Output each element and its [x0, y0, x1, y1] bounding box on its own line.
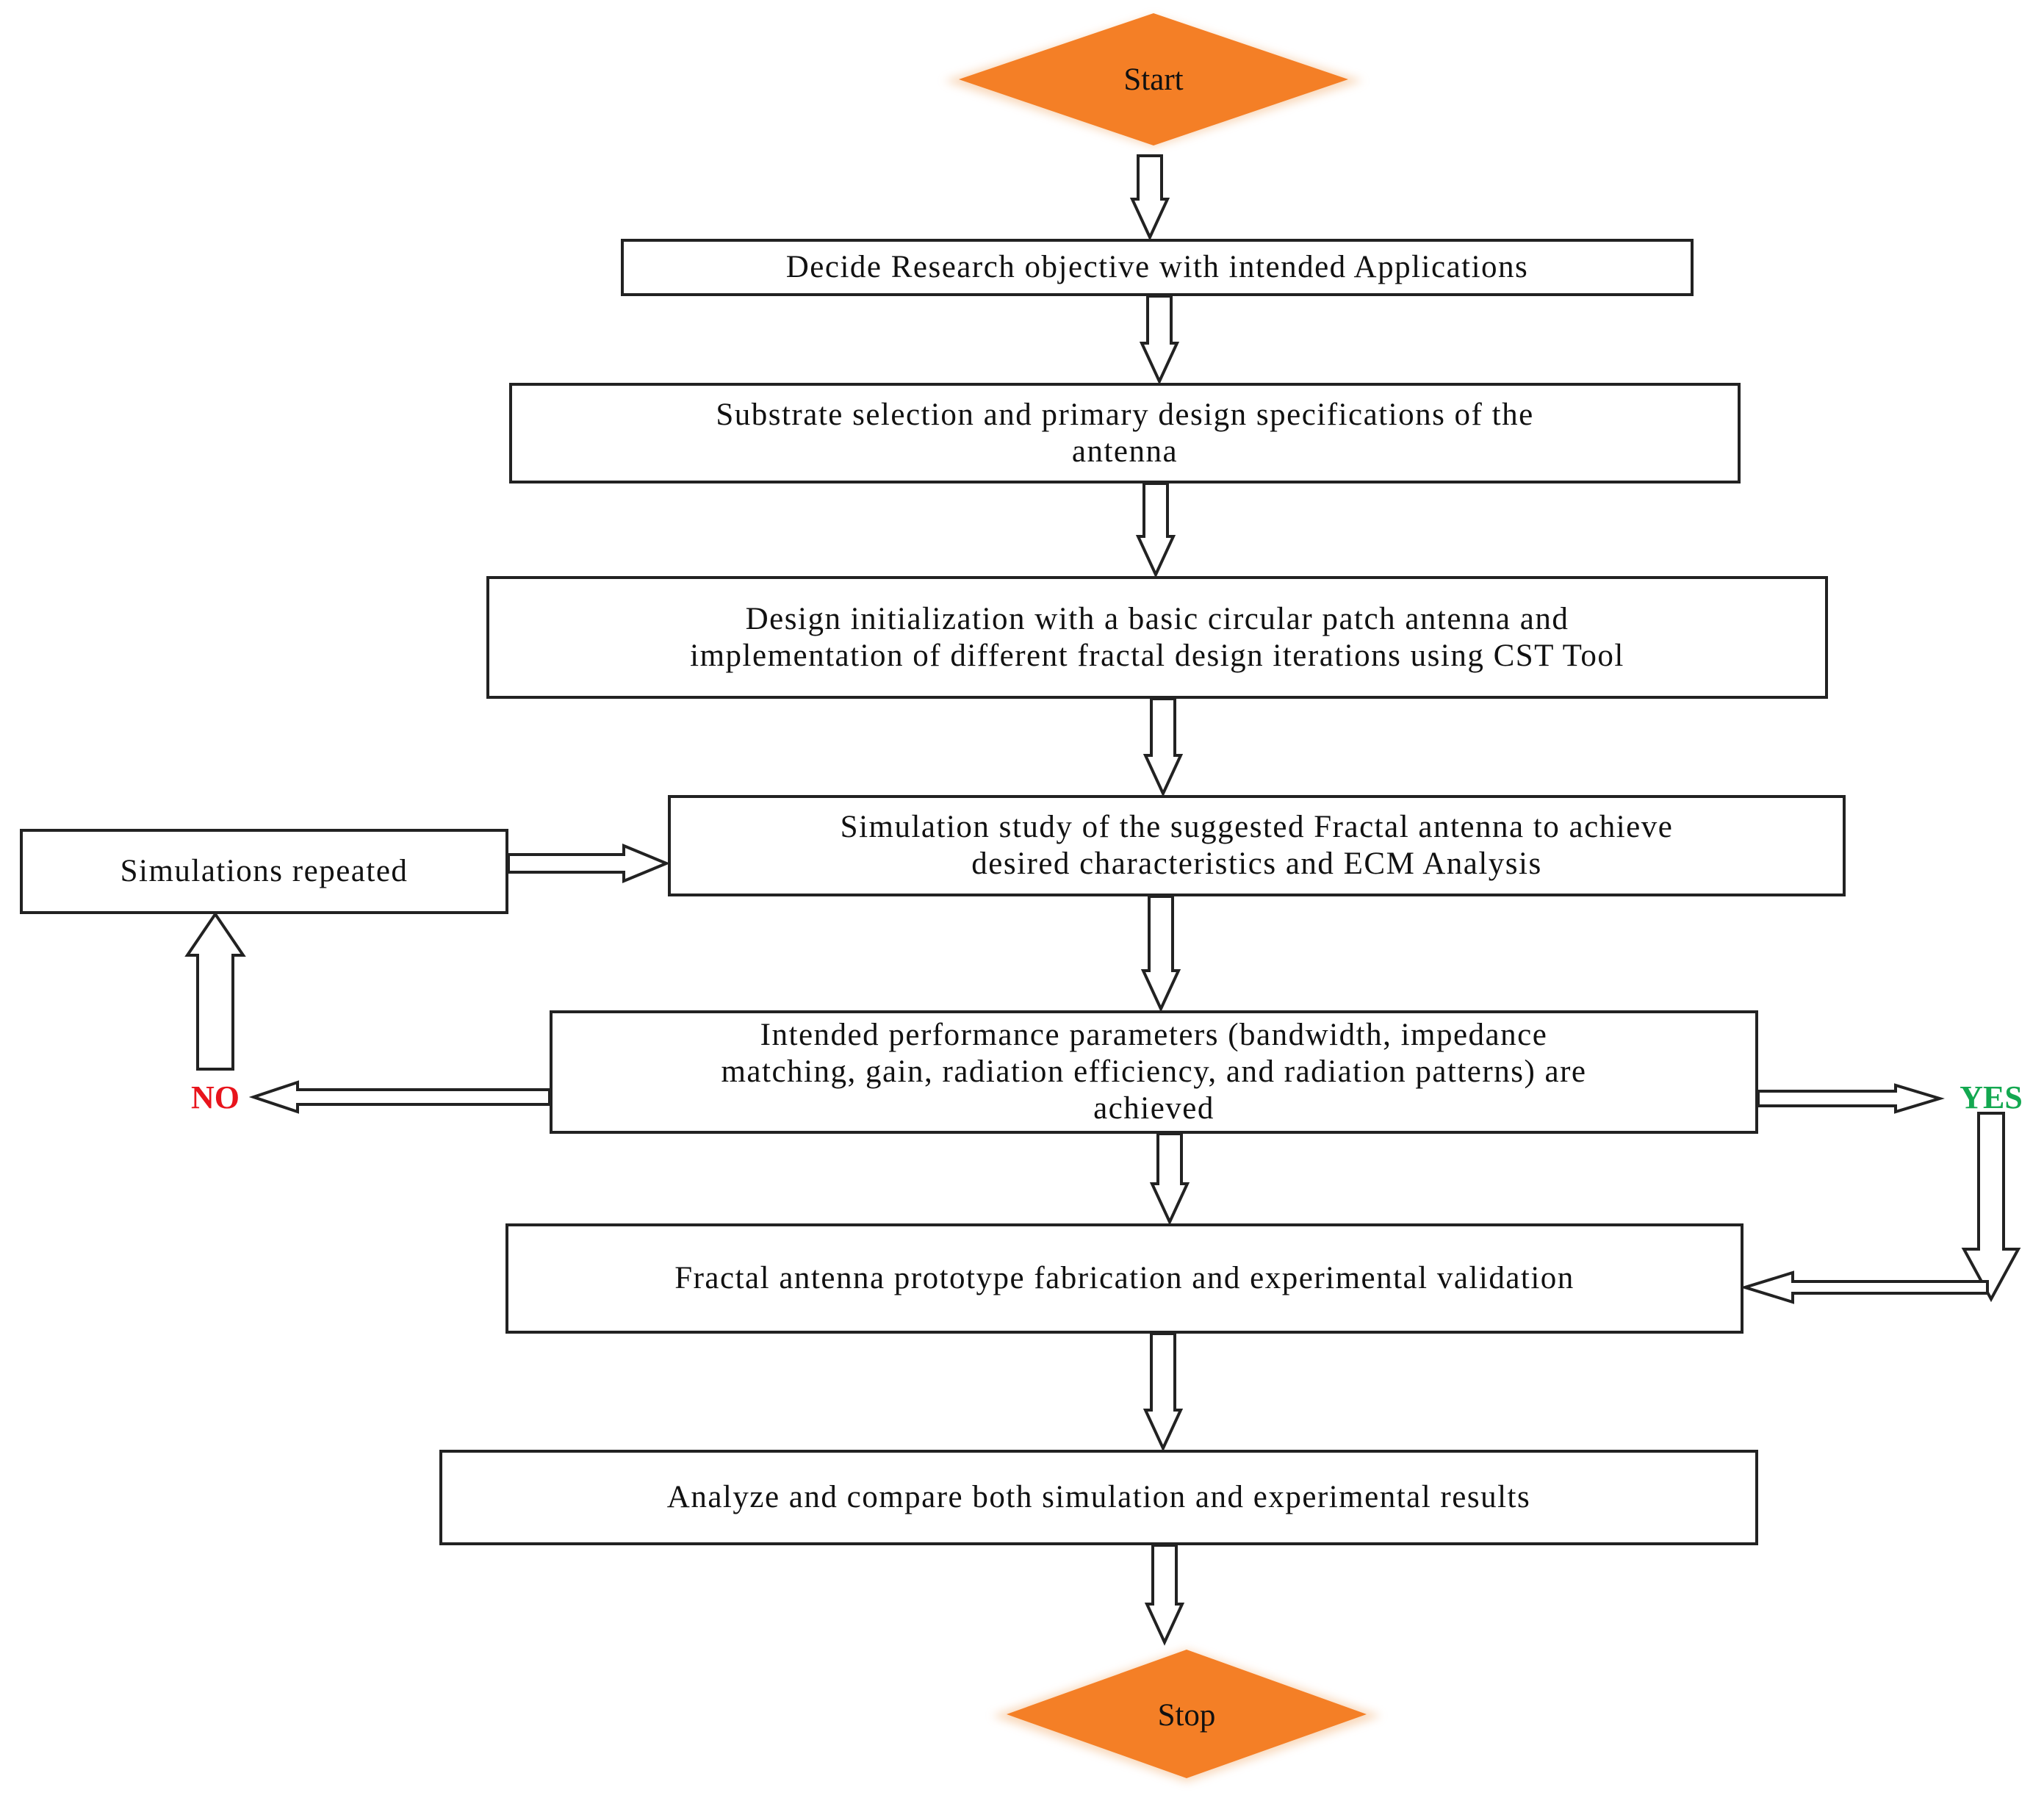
step-simulation-study-line-1: Simulation study of the suggested Fracta… [840, 810, 1674, 844]
step-simulation-study: Simulation study of the suggested Fracta… [668, 795, 1846, 896]
branch-yes-label: YES [1960, 1079, 2023, 1115]
arrow-yes-down [1961, 1112, 2021, 1303]
arrow-step4-to-decision [1140, 895, 1181, 1013]
decision-performance-achieved: Intended performance parameters (bandwid… [550, 1010, 1758, 1134]
decision-performance-achieved-line-3: achieved [1093, 1091, 1214, 1126]
arrow-step6-to-stop [1144, 1544, 1185, 1646]
stop-terminal [1007, 1650, 1367, 1778]
arrow-start-to-step1 [1129, 154, 1170, 241]
step-substrate-selection-line-2: antenna [1071, 434, 1178, 469]
step-design-initialization-line-1: Design initialization with a basic circu… [745, 601, 1569, 636]
arrow-loop-to-step4 [507, 844, 671, 883]
arrow-decision-to-no [248, 1080, 551, 1114]
step-decide-objective: Decide Research objective with intended … [621, 239, 1694, 296]
arrow-step2-to-step3 [1135, 482, 1176, 578]
start-terminal [959, 13, 1348, 145]
step-analyze-compare: Analyze and compare both simulation and … [439, 1450, 1758, 1545]
step-substrate-selection: Substrate selection and primary design s… [509, 383, 1741, 483]
step-design-initialization: Design initialization with a basic circu… [486, 576, 1828, 699]
flow-arrows [184, 154, 2021, 1646]
arrow-decision-to-yes [1757, 1083, 1945, 1114]
step-design-initialization-line-2: implementation of different fractal desi… [690, 638, 1624, 673]
step-decide-objective-text: Decide Research objective with intended … [785, 250, 1529, 284]
loop-simulations-repeated-text: Simulations repeated [120, 854, 409, 888]
decision-performance-achieved-line-1: Intended performance parameters (bandwid… [760, 1018, 1548, 1052]
step-prototype-fabrication: Fractal antenna prototype fabrication an… [505, 1223, 1743, 1334]
step-prototype-fabrication-text: Fractal antenna prototype fabrication an… [674, 1261, 1575, 1295]
arrow-yes-to-step5 [1740, 1270, 1989, 1304]
branch-no-label: NO [191, 1079, 240, 1115]
decision-performance-achieved-line-2: matching, gain, radiation efficiency, an… [721, 1054, 1587, 1089]
stop-label: Stop [1157, 1697, 1216, 1733]
arrow-no-to-loop [184, 911, 246, 1071]
loop-simulations-repeated: Simulations repeated [20, 829, 508, 914]
arrow-step1-to-step2 [1139, 295, 1180, 385]
arrow-step5-to-step6 [1142, 1332, 1184, 1452]
step-analyze-compare-text: Analyze and compare both simulation and … [666, 1480, 1531, 1514]
step-simulation-study-line-2: desired characteristics and ECM Analysis [971, 846, 1542, 881]
start-label: Start [1123, 62, 1184, 97]
arrow-decision-to-step5 [1149, 1132, 1190, 1226]
arrow-step3-to-step4 [1142, 697, 1184, 797]
step-substrate-selection-line-1: Substrate selection and primary design s… [716, 397, 1534, 432]
